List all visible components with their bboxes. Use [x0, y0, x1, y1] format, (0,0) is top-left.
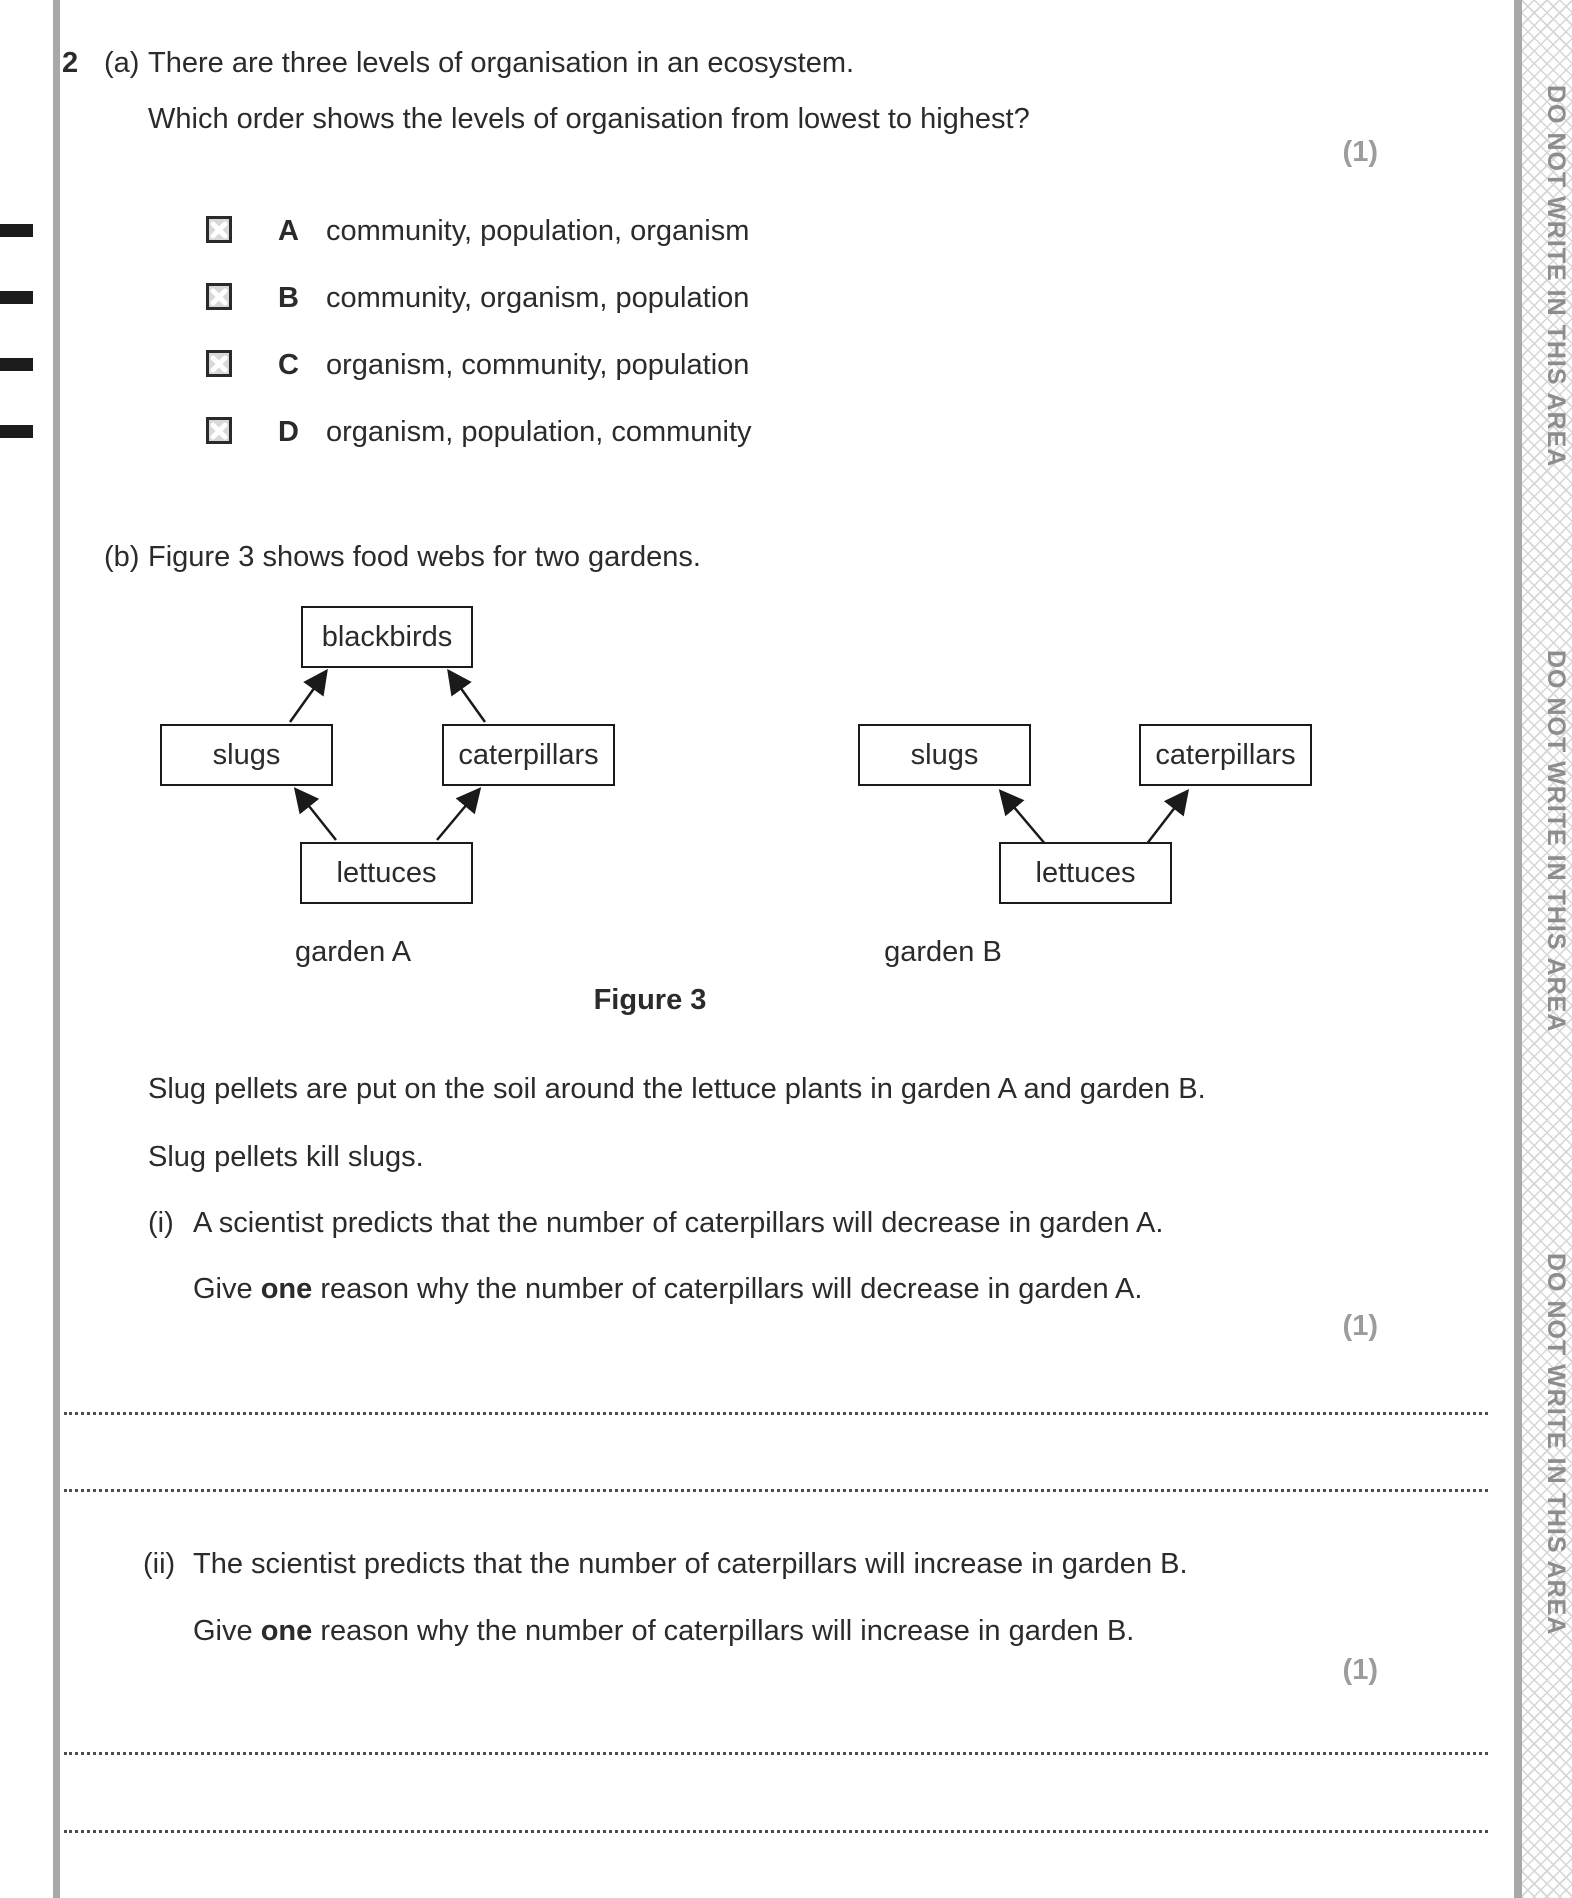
answer-line[interactable]	[64, 1489, 1488, 1492]
give-prefix: Give	[193, 1615, 253, 1647]
option-letter: C	[278, 349, 299, 381]
answer-checkbox[interactable]	[206, 350, 232, 377]
food-web-node-slugs-b: slugs	[858, 724, 1031, 786]
answer-line[interactable]	[64, 1752, 1488, 1755]
part-b-label: (b)	[104, 541, 140, 573]
part-ii-label: (ii)	[143, 1548, 176, 1580]
statement-slug-pellets: Slug pellets are put on the soil around …	[148, 1073, 1206, 1105]
answer-line[interactable]	[64, 1830, 1488, 1833]
food-web-node-blackbirds: blackbirds	[301, 606, 473, 668]
food-web-node-caterpillars-b: caterpillars	[1139, 724, 1312, 786]
answer-checkbox[interactable]	[206, 283, 232, 310]
food-web-node-lettuces-b: lettuces	[999, 842, 1172, 904]
option-text: organism, community, population	[326, 349, 750, 381]
left-margin-rule	[53, 0, 60, 1898]
arrow-lettuces-to-caterpillars-a	[436, 787, 482, 841]
checkbox-x-icon	[206, 417, 232, 444]
food-web-node-lettuces-a: lettuces	[300, 842, 473, 904]
do-not-write-margin	[1522, 0, 1572, 1898]
give-suffix: reason why the number of caterpillars wi…	[320, 1273, 1143, 1305]
option-text: organism, population, community	[326, 416, 752, 448]
answer-checkbox[interactable]	[206, 417, 232, 444]
part-i-label: (i)	[148, 1207, 174, 1239]
part-b-intro: Figure 3 shows food webs for two gardens…	[148, 541, 701, 573]
option-text: community, population, organism	[326, 215, 750, 247]
answer-checkbox[interactable]	[206, 216, 232, 243]
do-not-write-text: DO NOT WRITE IN THIS AREA	[1542, 1252, 1570, 1636]
part-ii-text: The scientist predicts that the number o…	[193, 1548, 1188, 1580]
arrow-caterpillars-to-blackbirds	[447, 668, 487, 723]
part-a-label: (a)	[104, 47, 140, 79]
food-web-arrows	[288, 668, 1190, 846]
part-a-prompt: Which order shows the levels of organisa…	[148, 103, 1030, 135]
part-ii-instruction: Give one reason why the number of caterp…	[193, 1614, 1134, 1648]
checkbox-x-icon	[206, 283, 232, 310]
marks-label: (1)	[1342, 1654, 1378, 1686]
marks-label: (1)	[1342, 1310, 1378, 1342]
part-a-intro: There are three levels of organisation i…	[148, 47, 855, 79]
option-letter: B	[278, 282, 299, 314]
arrow-lettuces-to-slugs-b	[998, 789, 1047, 846]
checkbox-x-icon	[206, 350, 232, 377]
binding-mark	[0, 425, 33, 438]
do-not-write-text: DO NOT WRITE IN THIS AREA	[1542, 650, 1570, 1033]
option-text: community, organism, population	[326, 282, 750, 314]
food-web-node-slugs-a: slugs	[160, 724, 333, 786]
option-letter: A	[278, 215, 299, 247]
garden-a-label: garden A	[294, 936, 412, 968]
option-letter: D	[278, 416, 299, 448]
arrow-lettuces-to-caterpillars-b	[1145, 789, 1190, 846]
statement-pellets-kill: Slug pellets kill slugs.	[148, 1141, 424, 1173]
give-bold: one	[260, 1615, 313, 1647]
right-margin-rule	[1514, 0, 1522, 1898]
binding-mark	[0, 291, 33, 304]
part-i-instruction: Give one reason why the number of caterp…	[193, 1272, 1142, 1306]
garden-b-label: garden B	[884, 936, 1002, 968]
do-not-write-text: DO NOT WRITE IN THIS AREA	[1542, 85, 1570, 468]
figure-caption: Figure 3	[593, 984, 707, 1016]
binding-mark	[0, 224, 33, 237]
answer-line[interactable]	[64, 1412, 1488, 1415]
give-bold: one	[260, 1273, 313, 1305]
checkbox-x-icon	[206, 216, 232, 243]
give-prefix: Give	[193, 1273, 253, 1305]
question-number: 2	[62, 47, 79, 79]
arrow-lettuces-to-slugs-a	[293, 787, 337, 841]
binding-mark	[0, 358, 33, 371]
arrow-slugs-to-blackbirds	[288, 668, 328, 723]
give-suffix: reason why the number of caterpillars wi…	[320, 1615, 1135, 1647]
part-i-text: A scientist predicts that the number of …	[193, 1207, 1164, 1239]
food-web-node-caterpillars-a: caterpillars	[442, 724, 615, 786]
marks-label: (1)	[1342, 136, 1378, 168]
